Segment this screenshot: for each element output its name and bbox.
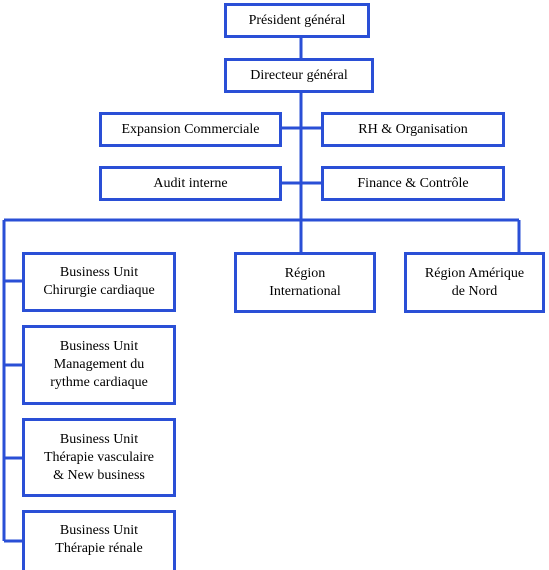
- region-international-line-1: Région: [284, 265, 326, 281]
- audit-interne-box: Audit interne: [99, 166, 282, 201]
- bu-rythme-line-2: Management du: [53, 357, 145, 372]
- director-label: Directeur général: [250, 67, 348, 83]
- expansion-commerciale-box: Expansion Commerciale: [99, 112, 282, 147]
- region-amerique-line-1: Région Amérique: [424, 265, 525, 281]
- region-international-line-2: International: [269, 283, 341, 299]
- bu-vasculaire-line-3: & New business: [53, 467, 145, 483]
- finance-controle-box: Finance & Contrôle: [321, 166, 505, 201]
- rh-organisation-box: RH & Organisation: [321, 112, 505, 147]
- bu-vasculaire-line-2: Thérapie vasculaire: [44, 449, 154, 465]
- region-international-box: Région International: [234, 252, 376, 313]
- bu-rythme-line-3: rythme cardiaque: [50, 375, 148, 390]
- region-amerique-nord-box: Région Amérique de Nord: [404, 252, 545, 313]
- bu-chirurgie-line-2: Chirurgie cardiaque: [43, 283, 155, 298]
- bu-chirurgie-line-1: Business Unit: [59, 265, 139, 280]
- audit-interne-label: Audit interne: [153, 175, 228, 191]
- bu-renale-line-1: Business Unit: [59, 523, 139, 538]
- bu-vasculaire-line-1: Business Unit: [59, 431, 139, 447]
- bu-rythme-line-1: Business Unit: [59, 339, 139, 354]
- bu-renale-line-2: Thérapie rénale: [55, 541, 143, 556]
- bu-therapie-vasculaire-box: Business Unit Thérapie vasculaire & New …: [22, 418, 176, 497]
- bu-rythme-cardiaque-box: Business Unit Management du rythme cardi…: [22, 325, 176, 405]
- bu-chirurgie-cardiaque-box: Business Unit Chirurgie cardiaque: [22, 252, 176, 312]
- finance-controle-label: Finance & Contrôle: [357, 175, 469, 191]
- region-amerique-line-2: de Nord: [451, 283, 498, 299]
- expansion-commerciale-label: Expansion Commerciale: [121, 121, 260, 137]
- bu-therapie-renale-box: Business Unit Thérapie rénale: [22, 510, 176, 570]
- president-box: Président général: [224, 3, 370, 38]
- rh-organisation-label: RH & Organisation: [358, 121, 468, 137]
- director-box: Directeur général: [224, 58, 374, 93]
- president-label: Président général: [248, 12, 346, 28]
